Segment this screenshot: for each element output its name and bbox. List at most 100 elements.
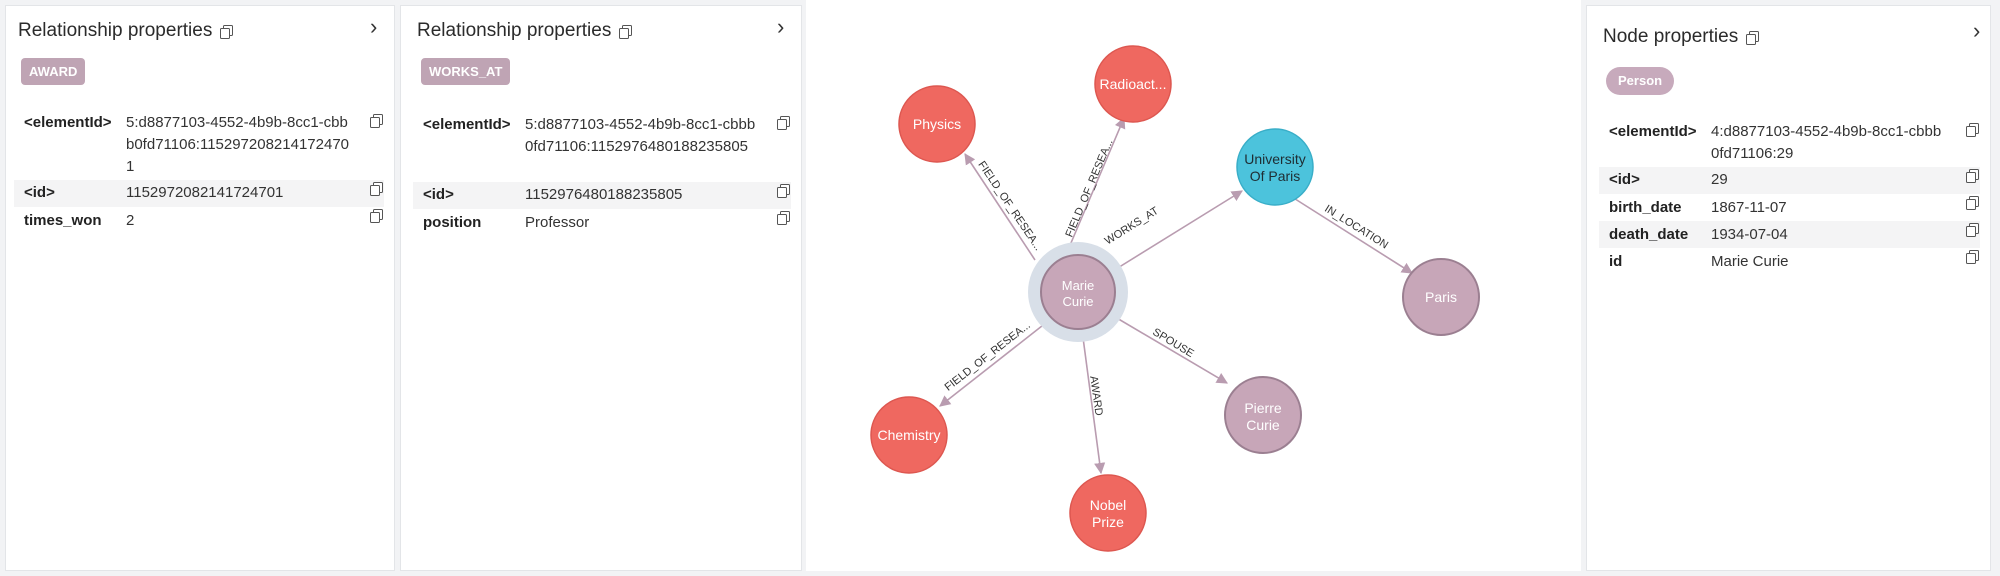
property-row: birth_date 1867-11-07 (1599, 194, 1980, 221)
edge-label: FIELD_OF_RESEA... (975, 159, 1044, 253)
property-key: times_won (24, 212, 102, 229)
property-key: id (1609, 253, 1623, 270)
copy-value-icon[interactable] (1966, 169, 1979, 183)
property-row: <id> 1152976480188235805 (413, 182, 791, 209)
relationship-properties-panel-works-at: Relationship properties › WORKS_AT <elem… (400, 5, 802, 571)
edge-field-physics[interactable] (964, 153, 1036, 261)
panel-title-row: Node properties (1603, 26, 1760, 48)
node-label: Physics (913, 116, 961, 132)
property-row: <id> 1152972082141724701 (14, 180, 384, 207)
property-key: <elementId> (1609, 123, 1697, 140)
node-label: Nobel (1090, 497, 1127, 513)
property-row: id Marie Curie (1599, 248, 1980, 275)
property-key: <elementId> (423, 116, 511, 133)
property-value: 1867-11-07 (1711, 199, 1787, 216)
node-nobel-prize[interactable]: Nobel Prize (1069, 474, 1147, 552)
copy-icon[interactable] (619, 24, 633, 39)
copy-icon[interactable] (220, 24, 234, 39)
node-label: Marie (1062, 278, 1095, 293)
copy-icon[interactable] (1746, 30, 1760, 45)
copy-value-icon[interactable] (370, 182, 383, 196)
property-table: <elementId> 5:d8877103-4552-4b9b-8cc1-cb… (14, 112, 384, 234)
property-row: position Professor (413, 209, 791, 236)
edge-label: WORKS_AT (1103, 205, 1161, 248)
edge-award[interactable] (1081, 329, 1106, 475)
edge-works-at[interactable] (1107, 190, 1243, 275)
node-label-pill[interactable]: Person (1606, 67, 1675, 95)
chevron-right-icon[interactable]: › (777, 14, 785, 39)
edge-label: SPOUSE (1150, 326, 1195, 360)
property-key: birth_date (1609, 199, 1682, 216)
property-table: <elementId> 4:d8877103-4552-4b9b-8cc1-cb… (1599, 121, 1980, 275)
property-value: 1934-07-04 (1711, 226, 1788, 243)
property-key: position (423, 214, 482, 231)
edge-field-chemistry[interactable] (939, 321, 1048, 407)
copy-value-icon[interactable] (1966, 250, 1979, 264)
property-value: Marie Curie (1711, 253, 1789, 270)
property-value: 2 (126, 212, 135, 229)
edge-label: FIELD_OF_RESEA... (943, 319, 1033, 393)
copy-value-icon[interactable] (370, 114, 383, 128)
node-paris[interactable]: Paris (1402, 258, 1480, 336)
property-key: <id> (1609, 171, 1640, 188)
copy-value-icon[interactable] (370, 209, 383, 223)
property-value: 1152972082141724701 (126, 184, 284, 201)
property-key: <id> (423, 186, 454, 203)
edge-label: AWARD (1087, 375, 1104, 416)
property-row: <elementId> 4:d8877103-4552-4b9b-8cc1-cb… (1599, 121, 1980, 167)
relationship-type-badge[interactable]: AWARD (21, 58, 86, 85)
node-label: Paris (1425, 289, 1457, 305)
node-label: Curie (1246, 417, 1280, 433)
edge-spouse[interactable] (1109, 313, 1228, 384)
node-physics[interactable]: Physics (898, 85, 976, 163)
property-value: 5:d8877103-4552-4b9b-8cc1-cbbb0fd71106:1… (525, 116, 756, 155)
node-label: Prize (1092, 514, 1124, 530)
property-table: <elementId> 5:d8877103-4552-4b9b-8cc1-cb… (413, 114, 791, 236)
node-label: Of Paris (1250, 168, 1301, 184)
node-properties-panel: Node properties › Person <elementId> 4:d… (1586, 5, 1991, 571)
property-row: times_won 2 (14, 207, 384, 234)
panel-title: Node properties (1603, 26, 1739, 47)
property-row: <id> 29 (1599, 167, 1980, 194)
panel-title-row: Relationship properties (417, 20, 633, 42)
property-value: 4:d8877103-4552-4b9b-8cc1-cbbb0fd71106:2… (1711, 123, 1942, 162)
relationship-type-badge[interactable]: WORKS_AT (421, 58, 511, 85)
property-key: <id> (24, 184, 55, 201)
copy-value-icon[interactable] (1966, 223, 1979, 237)
panel-title: Relationship properties (417, 20, 612, 41)
node-chemistry[interactable]: Chemistry (870, 396, 948, 474)
property-value: 1152976480188235805 (525, 186, 683, 203)
graph-canvas[interactable]: FIELD_OF_RESEA... FIELD_OF_RESEA... WORK… (806, 0, 1581, 571)
panel-title-row: Relationship properties (18, 20, 234, 42)
panel-title: Relationship properties (18, 20, 213, 41)
relationship-properties-panel-award: Relationship properties › AWARD <element… (5, 5, 395, 571)
copy-value-icon[interactable] (777, 211, 790, 225)
node-label: Chemistry (877, 427, 940, 443)
property-row: death_date 1934-07-04 (1599, 221, 1980, 248)
node-marie-curie[interactable]: Marie Curie (1028, 242, 1128, 342)
property-row: <elementId> 5:d8877103-4552-4b9b-8cc1-cb… (14, 112, 384, 178)
node-pierre-curie[interactable]: Pierre Curie (1224, 376, 1302, 454)
node-label: Radioact... (1100, 76, 1167, 92)
node-radioactivity[interactable]: Radioact... (1094, 45, 1172, 123)
property-row: <elementId> 5:d8877103-4552-4b9b-8cc1-cb… (413, 114, 791, 180)
node-label: Pierre (1244, 400, 1282, 416)
property-value: Professor (525, 214, 590, 231)
edge-label: IN_LOCATION (1322, 203, 1390, 252)
edge-field-radioactivity[interactable] (1067, 116, 1126, 251)
edge-in-location[interactable] (1291, 196, 1413, 274)
chevron-right-icon[interactable]: › (1973, 18, 1981, 43)
copy-value-icon[interactable] (777, 184, 790, 198)
copy-value-icon[interactable] (1966, 123, 1979, 137)
node-label: Curie (1062, 294, 1093, 309)
property-value: 29 (1711, 171, 1728, 188)
property-key: <elementId> (24, 114, 112, 131)
graph-svg[interactable]: FIELD_OF_RESEA... FIELD_OF_RESEA... WORK… (806, 0, 1581, 571)
copy-value-icon[interactable] (1966, 196, 1979, 210)
edge-label: FIELD_OF_RESEA... (1063, 138, 1115, 239)
chevron-right-icon[interactable]: › (370, 14, 378, 39)
copy-value-icon[interactable] (777, 116, 790, 130)
node-university-of-paris[interactable]: University Of Paris (1236, 128, 1314, 206)
property-value: 5:d8877103-4552-4b9b-8cc1-cbbb0fd71106:1… (126, 114, 350, 175)
node-label: University (1244, 151, 1305, 167)
